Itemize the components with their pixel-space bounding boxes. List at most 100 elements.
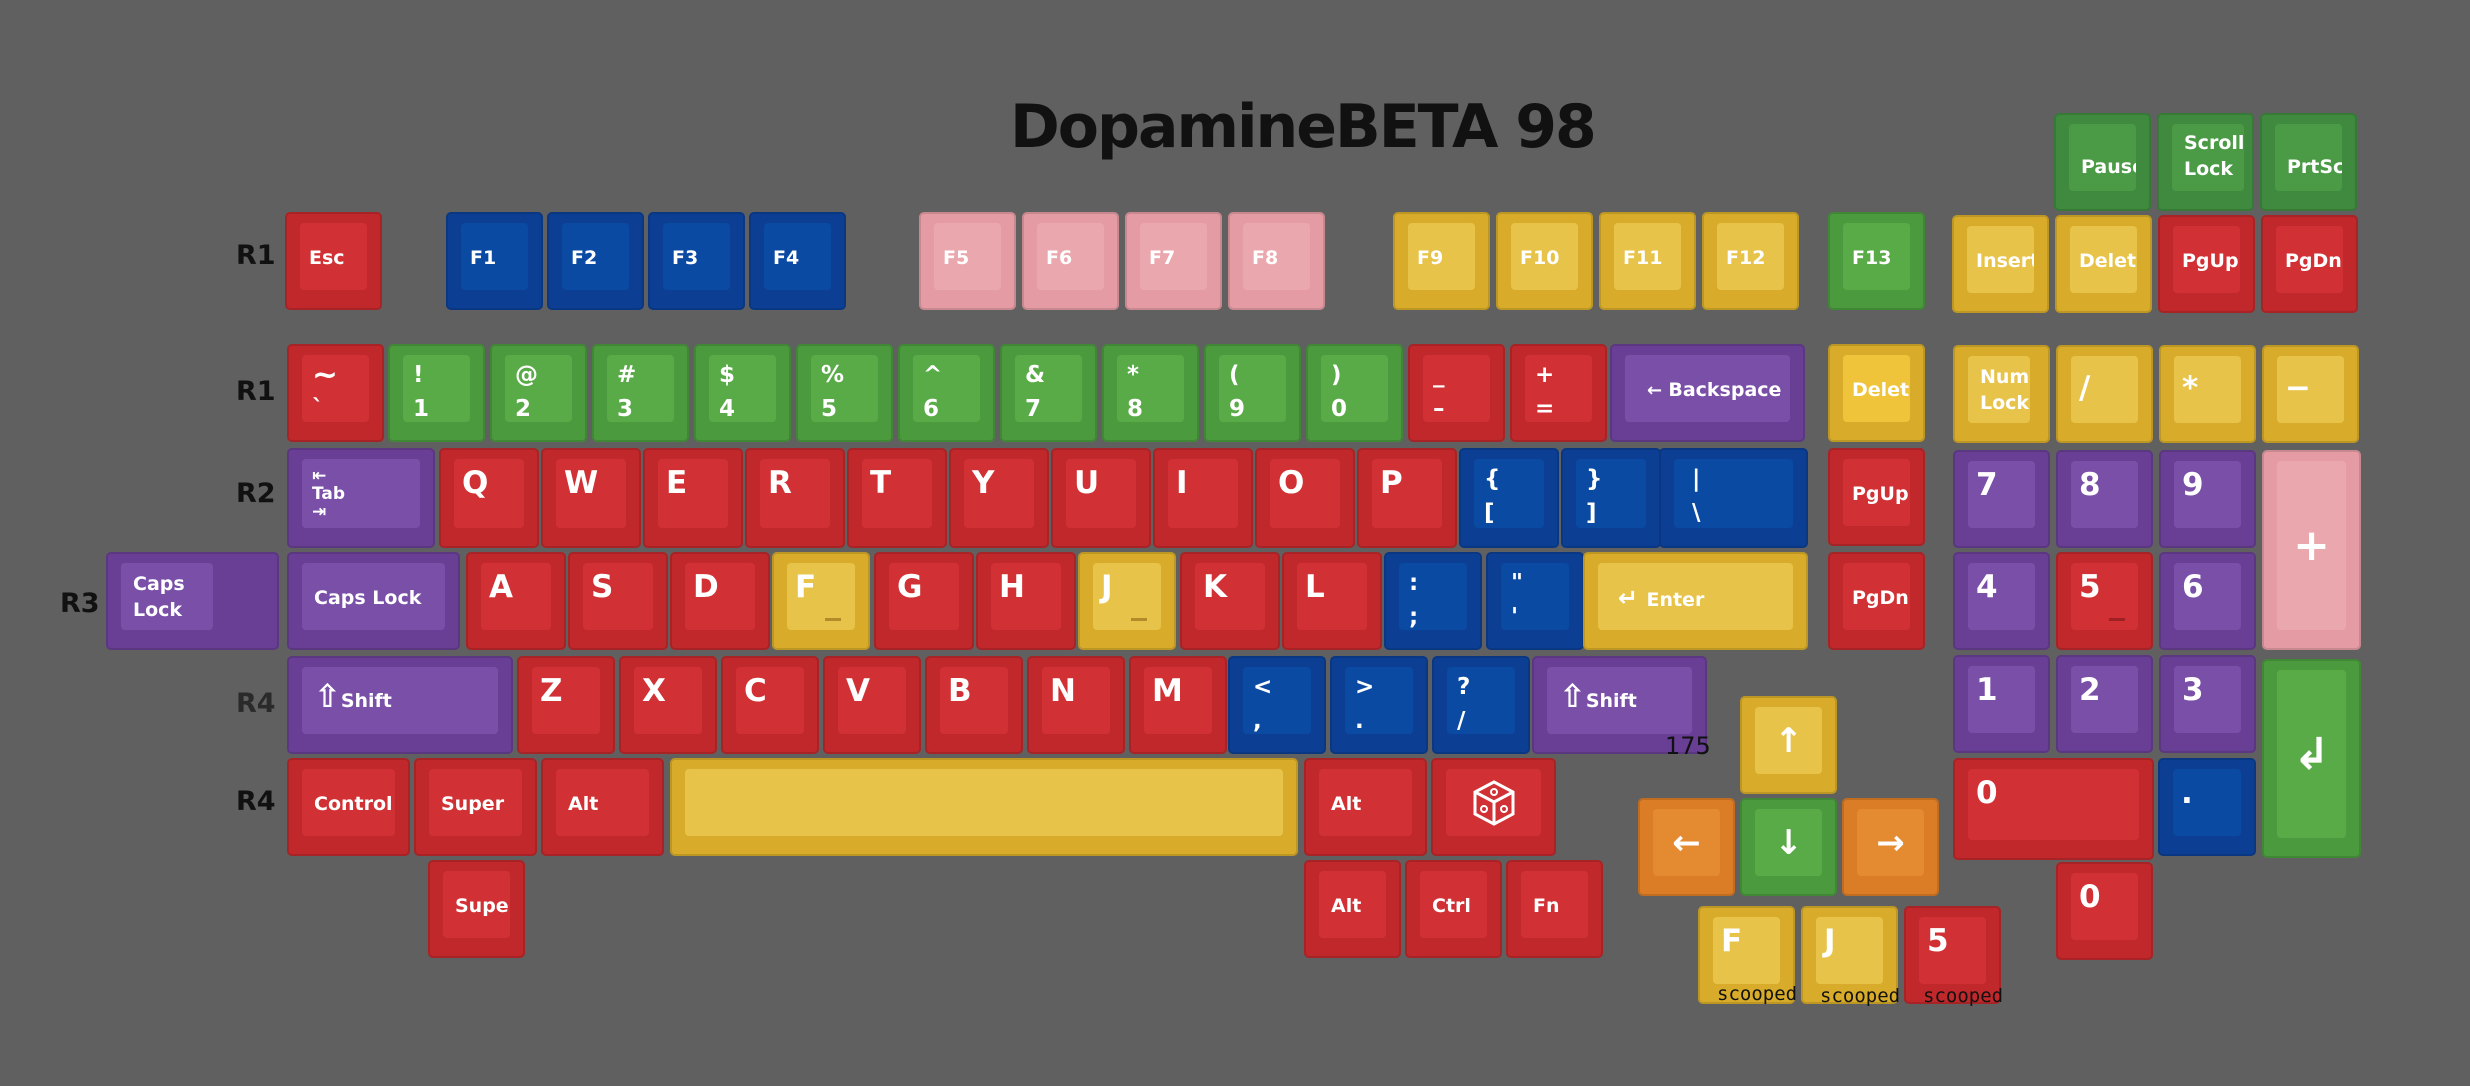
key-arrow-down[interactable]: ↓ [1740, 798, 1837, 896]
key-f11[interactable]: F11 [1599, 212, 1696, 310]
key-shift-left[interactable]: ⇧Shift [287, 656, 513, 754]
key-l[interactable]: L [1282, 552, 1382, 650]
key-8[interactable]: *8 [1102, 344, 1199, 442]
key-numpad-dot[interactable]: . [2158, 758, 2256, 856]
key-4[interactable]: $4 [694, 344, 791, 442]
key-numpad-plus[interactable]: + [2262, 450, 2361, 650]
key-numpad-2[interactable]: 2 [2056, 655, 2153, 753]
key-super-2[interactable]: Super [428, 860, 525, 958]
key-2[interactable]: @2 [490, 344, 587, 442]
key-numpad-1[interactable]: 1 [1953, 655, 2050, 753]
key-numpad-0-alt[interactable]: 0 [2056, 862, 2153, 960]
key-super[interactable]: Super [414, 758, 537, 856]
key-f13[interactable]: F13 [1828, 212, 1925, 310]
key-c[interactable]: C [721, 656, 819, 754]
key-numpad-0[interactable]: 0 [1953, 758, 2154, 860]
key-f8[interactable]: F8 [1228, 212, 1325, 310]
key-numpad-3[interactable]: 3 [2159, 655, 2256, 753]
key-tilde[interactable]: ~` [287, 344, 384, 442]
key-numpad-8[interactable]: 8 [2056, 450, 2153, 548]
key-o[interactable]: O [1255, 448, 1355, 548]
key-numpad-5[interactable]: 5 [2056, 552, 2153, 650]
key-t[interactable]: T [847, 448, 947, 548]
key-5[interactable]: %5 [796, 344, 893, 442]
key-f2[interactable]: F2 [547, 212, 644, 310]
key-y[interactable]: Y [949, 448, 1049, 548]
key-pgdn-side[interactable]: PgDn [1828, 552, 1925, 650]
key-w[interactable]: W [541, 448, 641, 548]
key-numpad-9[interactable]: 9 [2159, 450, 2256, 548]
key-pgdn[interactable]: PgDn [2261, 215, 2358, 313]
key-n[interactable]: N [1027, 656, 1125, 754]
key-arrow-left[interactable]: ← [1638, 798, 1735, 896]
key-enter[interactable]: ↵ Enter [1583, 552, 1808, 650]
key-d[interactable]: D [670, 552, 770, 650]
key-alt[interactable]: Alt [541, 758, 664, 856]
key-i[interactable]: I [1153, 448, 1253, 548]
key-comma[interactable]: <, [1228, 656, 1326, 754]
key-numpad-star[interactable]: * [2159, 345, 2256, 443]
key-f12[interactable]: F12 [1702, 212, 1799, 310]
key-6[interactable]: ^6 [898, 344, 995, 442]
key-f9[interactable]: F9 [1393, 212, 1490, 310]
key-ctrl[interactable]: Ctrl [1405, 860, 1502, 958]
key-numpad-7[interactable]: 7 [1953, 450, 2050, 548]
key-pgup-side[interactable]: PgUp [1828, 448, 1925, 546]
key-lbracket[interactable]: {[ [1459, 448, 1559, 548]
key-fn[interactable]: Fn [1506, 860, 1603, 958]
key-h[interactable]: H [976, 552, 1076, 650]
key-f4[interactable]: F4 [749, 212, 846, 310]
key-r[interactable]: R [745, 448, 845, 548]
key-j-scooped[interactable]: J [1801, 906, 1898, 1004]
key-0[interactable]: )0 [1306, 344, 1403, 442]
key-delete[interactable]: Delete [2055, 215, 2152, 313]
key-tab[interactable]: ⇤Tab⇥ [287, 448, 435, 548]
key-v[interactable]: V [823, 656, 921, 754]
key-pgup[interactable]: PgUp [2158, 215, 2255, 313]
key-a[interactable]: A [466, 552, 566, 650]
key-9[interactable]: (9 [1204, 344, 1301, 442]
key-backslash[interactable]: |\ [1659, 448, 1808, 548]
key-f10[interactable]: F10 [1496, 212, 1593, 310]
key-1[interactable]: !1 [388, 344, 485, 442]
key-p[interactable]: P [1357, 448, 1457, 548]
key-numpad-6[interactable]: 6 [2159, 552, 2256, 650]
key-numpad-slash[interactable]: / [2056, 345, 2153, 443]
key-prtsc[interactable]: PrtSc [2260, 113, 2357, 211]
key-delete-side[interactable]: Delete [1828, 344, 1925, 442]
key-backspace[interactable]: ← Backspace [1610, 344, 1805, 442]
key-7[interactable]: &7 [1000, 344, 1097, 442]
key-alt-right-2[interactable]: Alt [1304, 860, 1401, 958]
key-logo[interactable] [1431, 758, 1556, 856]
key-quote[interactable]: "' [1486, 552, 1584, 650]
key-alt-right[interactable]: Alt [1304, 758, 1427, 856]
key-3[interactable]: #3 [592, 344, 689, 442]
key-numpad-minus[interactable]: − [2262, 345, 2359, 443]
key-equal[interactable]: += [1510, 344, 1607, 442]
key-f3[interactable]: F3 [648, 212, 745, 310]
key-f-scooped[interactable]: F [1698, 906, 1795, 1004]
key-numlock[interactable]: Num Lock [1953, 345, 2050, 443]
key-numpad-enter[interactable]: ↲ [2262, 659, 2361, 858]
key-5-scooped[interactable]: 5 [1904, 906, 2001, 1004]
key-slash[interactable]: ?/ [1432, 656, 1530, 754]
key-space[interactable] [670, 758, 1298, 856]
key-shift-right[interactable]: ⇧Shift [1532, 656, 1707, 754]
key-scroll-lock[interactable]: Scroll Lock [2157, 113, 2254, 211]
key-arrow-up[interactable]: ↑ [1740, 696, 1837, 794]
key-f6[interactable]: F6 [1022, 212, 1119, 310]
key-e[interactable]: E [643, 448, 743, 548]
key-insert[interactable]: Insert [1952, 215, 2049, 313]
key-z[interactable]: Z [517, 656, 615, 754]
key-k[interactable]: K [1180, 552, 1280, 650]
key-semicolon[interactable]: :; [1384, 552, 1482, 650]
key-pause[interactable]: Pause [2054, 113, 2151, 211]
key-f7[interactable]: F7 [1125, 212, 1222, 310]
key-x[interactable]: X [619, 656, 717, 754]
key-minus[interactable]: _– [1408, 344, 1505, 442]
key-f1[interactable]: F1 [446, 212, 543, 310]
key-s[interactable]: S [568, 552, 668, 650]
key-f[interactable]: F [772, 552, 870, 650]
key-q[interactable]: Q [439, 448, 539, 548]
key-period[interactable]: >. [1330, 656, 1428, 754]
